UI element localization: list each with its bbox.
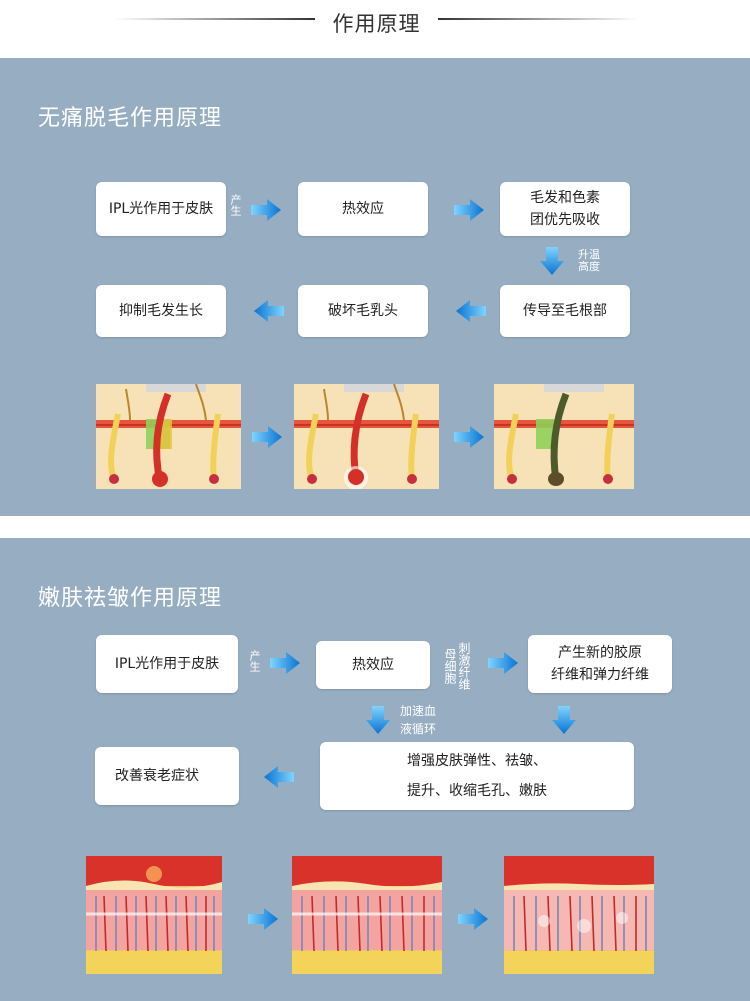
hair-follicle-image-1 <box>96 384 241 489</box>
skin-layer-image-1 <box>86 856 222 974</box>
improve-label: 改善衰老症状 <box>115 768 199 784</box>
hair-follicle-image-2 <box>294 384 439 489</box>
produce-label: 产生 <box>229 194 242 216</box>
ipl-box: IPL光作用于皮肤 <box>96 182 226 236</box>
hair-absorb-line2: 团优先吸收 <box>530 212 600 228</box>
heat-effect-label-2: 热效应 <box>352 657 394 673</box>
hair-removal-title: 无痛脱毛作用原理 <box>38 106 223 131</box>
skin-layer-image-2 <box>292 856 442 974</box>
enhance-line1: 增强皮肤弹性、祛皱、 <box>407 753 547 769</box>
rise-label: 升温 高度 <box>578 249 600 273</box>
arrow-left-icon <box>456 300 486 322</box>
header-divider-right <box>438 18 638 20</box>
hair-absorb-box: 毛发和色素 团优先吸收 <box>500 182 630 236</box>
arrow-left-icon <box>264 766 294 788</box>
ipl-label: IPL光作用于皮肤 <box>108 201 214 217</box>
hair-removal-panel: 无痛脱毛作用原理 IPL光作用于皮肤 产生 热效应 毛发和色素 团优先吸收 升温… <box>0 58 750 516</box>
inhibit-label: 抑制毛发生长 <box>119 303 203 319</box>
destroy-box: 破坏毛乳头 <box>298 285 428 337</box>
blood-label-line2: 液循环 <box>400 722 437 736</box>
heat-effect-box-2: 热效应 <box>316 641 430 689</box>
stimulate-label: 刺激纤维母细胞 <box>443 638 471 694</box>
rise-label-line2: 高度 <box>578 260 600 273</box>
collagen-box: 产生新的胶原 纤维和弹力纤维 <box>528 635 672 693</box>
collagen-line1: 产生新的胶原 <box>558 645 642 661</box>
arrow-right-icon <box>252 426 282 448</box>
arrow-right-icon <box>454 199 484 221</box>
hair-follicle-image-3 <box>494 384 634 489</box>
arrow-right-icon <box>488 652 518 674</box>
arrow-down-icon <box>552 706 576 734</box>
heat-effect-box: 热效应 <box>298 182 428 236</box>
arrow-right-icon <box>454 426 484 448</box>
ipl-box-2: IPL光作用于皮肤 <box>96 635 238 693</box>
arrow-down-icon <box>540 247 564 275</box>
arrow-right-icon <box>251 199 281 221</box>
conduct-box: 传导至毛根部 <box>500 285 630 337</box>
collagen-line2: 纤维和弹力纤维 <box>551 667 649 683</box>
hair-absorb-line1: 毛发和色素 <box>530 190 600 206</box>
header-divider-left <box>115 18 315 20</box>
ipl-label-2: IPL光作用于皮肤 <box>114 656 220 672</box>
stimulate-label-col2: 母细胞 <box>443 648 457 684</box>
destroy-label: 破坏毛乳头 <box>328 303 398 319</box>
skin-rejuvenation-title: 嫩肤祛皱作用原理 <box>38 586 223 611</box>
skin-rejuvenation-panel: 嫩肤祛皱作用原理 IPL光作用于皮肤 产生 热效应 刺激纤维母细胞 产生新的胶原… <box>0 538 750 1001</box>
arrow-right-icon <box>248 908 278 930</box>
blood-label-line1: 加速血 <box>400 704 437 718</box>
stimulate-label-col1: 刺激纤维 <box>457 642 471 690</box>
blood-label: 加速血 液循环 <box>400 702 436 738</box>
inhibit-box: 抑制毛发生长 <box>96 285 226 337</box>
produce-label-2: 产生 <box>248 650 261 672</box>
enhance-line2: 提升、收缩毛孔、嫩肤 <box>407 783 547 799</box>
page-header: 作用原理 <box>0 0 750 58</box>
conduct-label: 传导至毛根部 <box>523 303 607 319</box>
arrow-down-icon <box>366 706 390 734</box>
arrow-left-icon <box>254 300 284 322</box>
arrow-right-icon <box>458 908 488 930</box>
page-title: 作用原理 <box>332 12 421 36</box>
rise-label-line1: 升温 <box>578 248 600 261</box>
skin-layer-image-3 <box>504 856 654 974</box>
heat-effect-label: 热效应 <box>342 201 384 217</box>
improve-box: 改善衰老症状 <box>95 747 239 805</box>
enhance-box: 增强皮肤弹性、祛皱、 提升、收缩毛孔、嫩肤 <box>320 742 634 810</box>
arrow-right-icon <box>270 652 300 674</box>
